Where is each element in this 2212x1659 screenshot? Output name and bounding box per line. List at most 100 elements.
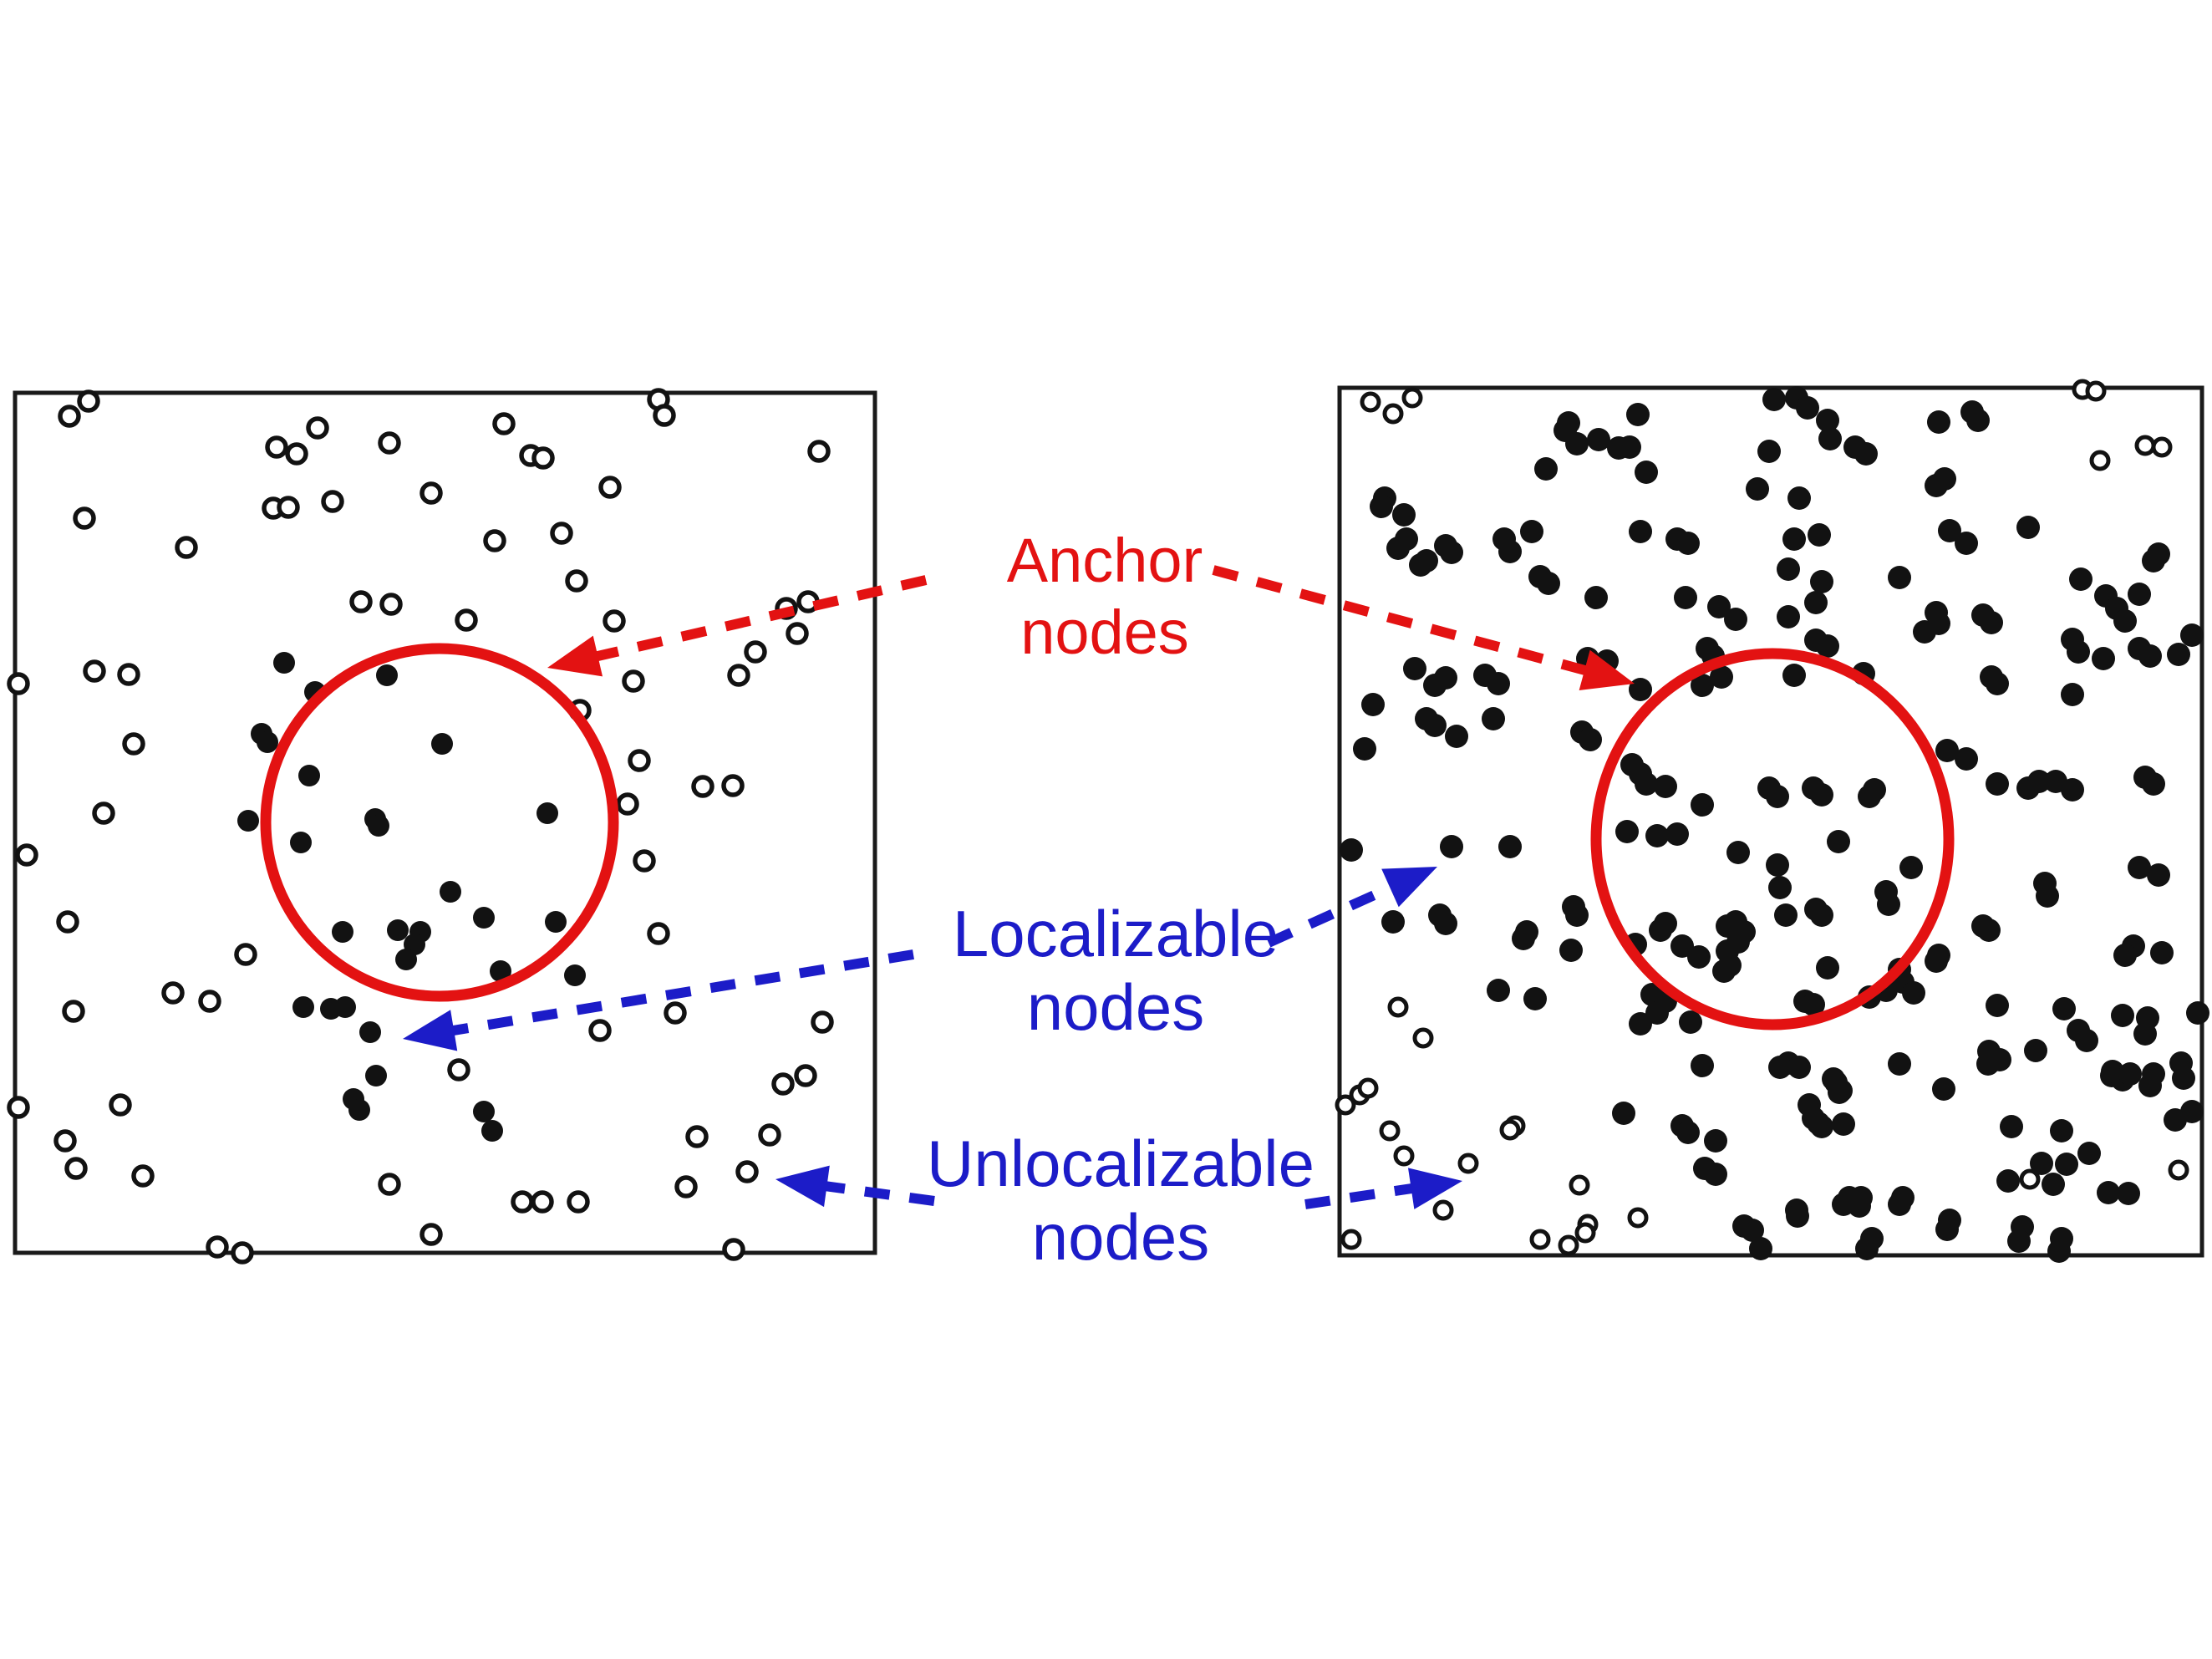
localizable-node	[1986, 772, 2009, 796]
unlocalizable-node	[567, 1190, 590, 1214]
localizable-node	[1777, 557, 1800, 581]
localizable-node	[2180, 1100, 2204, 1123]
localizable-node	[1802, 993, 1825, 1016]
localizable-node	[1925, 474, 1948, 497]
localizable-node	[440, 881, 461, 903]
localizable-node	[1766, 785, 1789, 808]
unlocalizable-node	[161, 981, 185, 1005]
unlocalizable-node	[455, 608, 478, 632]
localizable-node	[1707, 595, 1731, 618]
localizable-node	[1562, 895, 1585, 919]
localizable-node	[1498, 540, 1522, 563]
unlocalizable-node	[447, 1058, 470, 1081]
unlocalizable-node	[807, 440, 831, 463]
localizable-node	[2061, 778, 2084, 802]
localizable-node	[1827, 830, 1850, 853]
localizable-node	[2092, 647, 2115, 670]
localizable-node	[1902, 981, 1925, 1005]
localizable-node	[1423, 714, 1447, 737]
localizable-node	[1665, 527, 1689, 551]
localizable-node	[1579, 728, 1602, 751]
unlocalizable-node	[1382, 403, 1404, 425]
unlocalizable-node	[794, 1064, 817, 1087]
unlocalizable-node	[2151, 436, 2173, 458]
left-panel-frame	[13, 390, 877, 1255]
unlocalizable-node	[483, 529, 506, 552]
unlocalizable-node	[321, 490, 344, 513]
unlocalizable-node	[131, 1164, 155, 1188]
localizable-node	[1854, 442, 1878, 466]
unlocalizable-node	[565, 569, 588, 593]
localizable-node	[2027, 770, 2051, 793]
localizable-arrow-right-line	[1266, 880, 1399, 948]
localizable-node	[1629, 520, 1652, 543]
unlocalizable-node	[633, 849, 656, 873]
localizable-node	[1782, 527, 1806, 551]
unlocalizable-node	[7, 1096, 30, 1119]
localizable-node	[1938, 519, 1961, 542]
localizable-node	[1810, 570, 1833, 593]
localizable-node	[1816, 956, 1839, 980]
localizable-node	[2118, 1062, 2142, 1086]
unlocalizable-arrow-right-line	[1304, 1183, 1419, 1209]
localizable-arrow-left-head	[403, 1010, 458, 1051]
localizable-node	[431, 733, 453, 755]
localizable-node	[2069, 567, 2093, 591]
localizable-node	[298, 765, 320, 786]
localizable-node	[1863, 778, 1886, 802]
unlocalizable-node	[674, 1175, 698, 1198]
localizable-node	[1927, 944, 1950, 967]
unlocalizable-node	[231, 1241, 254, 1265]
unlocalizable-node	[1499, 1119, 1521, 1141]
localizable-node	[1749, 1237, 1772, 1260]
unlocalizable-node	[77, 389, 100, 413]
localizable-node	[1440, 541, 1463, 564]
unlocalizable-node	[206, 1235, 229, 1259]
unlocalizable-node	[1412, 1027, 1434, 1049]
localizable-node	[564, 964, 586, 986]
localizable-node	[1403, 657, 1426, 680]
localizable-node	[1440, 835, 1463, 858]
localizable-node	[1888, 1193, 1911, 1216]
localizable-node	[2113, 944, 2137, 967]
unlocalizable-node	[1387, 996, 1409, 1018]
localizable-node	[1816, 634, 1839, 658]
unlocalizable-node	[15, 843, 38, 867]
localizable-node	[1687, 945, 1711, 969]
unlocalizable-node	[349, 590, 373, 613]
localizable-node	[2128, 856, 2151, 879]
localizable-node	[348, 1099, 370, 1121]
unlocalizable-node	[735, 1160, 759, 1183]
localizable-node	[545, 911, 567, 933]
localizable-node	[2007, 1229, 2031, 1253]
localizable-node	[2133, 1022, 2157, 1046]
localizable-node	[1704, 1163, 1727, 1186]
localizable-node	[2167, 643, 2190, 666]
unlocalizable-node	[285, 442, 308, 466]
unlocalizable-node	[56, 910, 79, 934]
localizable-node	[292, 996, 314, 1018]
localizable-node	[2117, 1182, 2140, 1205]
unlocalizable-node	[721, 774, 745, 797]
localizable-node	[1423, 674, 1447, 697]
localizable-node	[2128, 583, 2151, 606]
localizable-node	[1482, 707, 1505, 730]
localizable-node	[1445, 725, 1468, 748]
localizable-node	[1710, 665, 1733, 689]
localizable-node	[1741, 1219, 1764, 1242]
unlocalizable-node	[531, 1190, 554, 1214]
localizable-node	[473, 907, 495, 929]
unlocalizable-node	[786, 622, 809, 645]
localizable-node	[2030, 1152, 2053, 1175]
localizable-node	[1913, 620, 1936, 644]
unlocalizable-node	[117, 663, 140, 686]
localizable-node	[1649, 919, 1672, 942]
localizable-node	[1762, 388, 1786, 411]
localizable-node	[1768, 1056, 1792, 1079]
localizable-node	[1899, 856, 1923, 879]
localizable-node	[1559, 939, 1583, 962]
localizable-node	[481, 1120, 503, 1142]
localizable-node	[1386, 537, 1410, 560]
localizable-node	[1818, 427, 1842, 450]
unlocalizable-arrow-right-head	[1407, 1168, 1462, 1209]
